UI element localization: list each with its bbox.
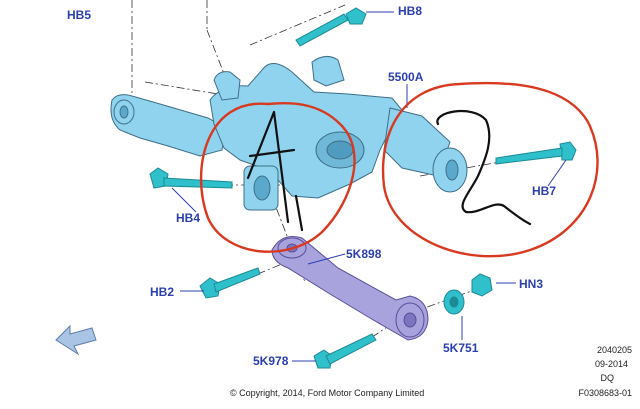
- link-right-bore: [403, 312, 417, 328]
- black-scribble-left: [246, 110, 304, 232]
- red-circle-annotations: [199, 81, 599, 258]
- callout-hb4: HB4: [176, 211, 201, 225]
- knuckle-right-bore: [445, 159, 459, 181]
- nut-hn3: [471, 273, 493, 297]
- bushing-bore: [253, 175, 271, 201]
- leader-lines: [171, 11, 567, 362]
- callout-hb7: HB7: [532, 184, 557, 198]
- meta-marker: DQ: [600, 373, 615, 383]
- callout-hb8: HB8: [398, 4, 423, 18]
- knuckle-upper-tab: [213, 71, 241, 101]
- red-circle-right: [381, 81, 599, 258]
- callout-5k751: 5K751: [443, 341, 479, 355]
- black-scribble-right: [436, 110, 532, 226]
- control-arm-left: [110, 94, 227, 157]
- washer-5k751: [443, 289, 465, 315]
- red-circle-left: [199, 102, 356, 253]
- callout-5k978: 5K978: [253, 354, 289, 368]
- bolt-hb7: [495, 141, 577, 165]
- bolt-5k978: [313, 333, 377, 369]
- bolt-hb2: [199, 267, 261, 299]
- callout-5500a: 5500A: [388, 70, 424, 84]
- knuckle-hub-inner: [326, 140, 354, 160]
- copyright-notice: © Copyright, 2014, Ford Motor Company Li…: [230, 388, 425, 398]
- direction-arrow-icon: [55, 324, 97, 356]
- black-pen-annotations: [246, 110, 532, 232]
- callout-hb2: HB2: [150, 285, 175, 299]
- link-body: [271, 236, 429, 341]
- bolt-hb4: [149, 167, 233, 189]
- bolts: [149, 7, 577, 369]
- meta-code: 2040205: [596, 345, 632, 355]
- callout-hb5: HB5: [67, 8, 92, 22]
- meta-date: 09-2014: [594, 359, 628, 369]
- meta-figure-id: F0308683-01: [578, 388, 632, 398]
- knuckle-top-ear: [311, 56, 345, 87]
- bolt-hb8: [295, 7, 367, 47]
- callout-hn3: HN3: [519, 277, 544, 291]
- callout-5k898: 5K898: [346, 247, 382, 261]
- control-arm-eye-bore: [119, 105, 129, 119]
